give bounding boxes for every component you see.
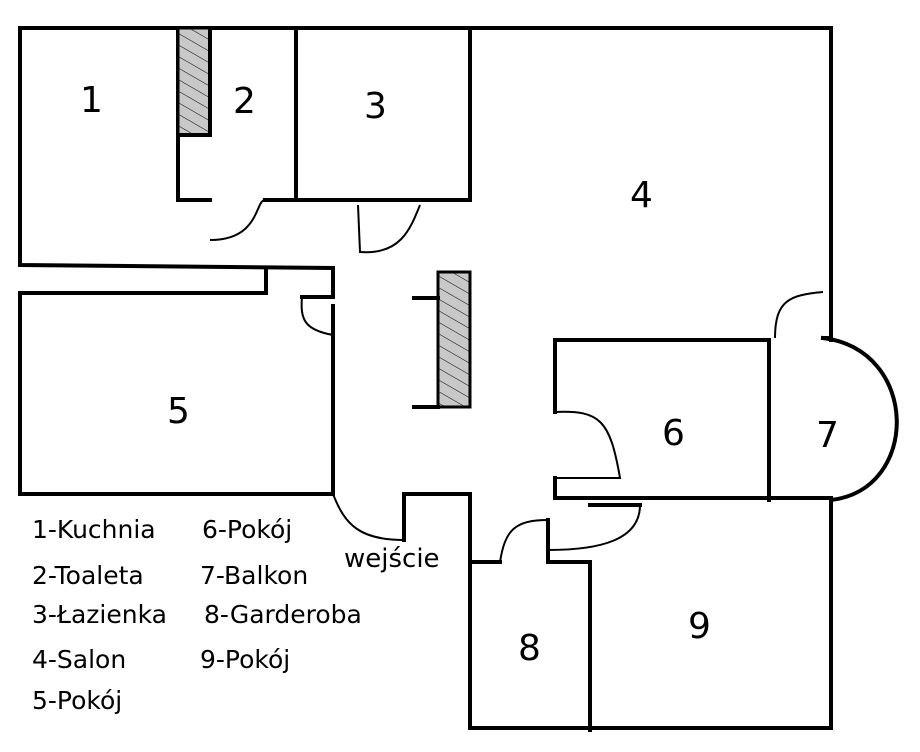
entrance-walls: [402, 492, 833, 730]
door-room-2: [209, 199, 266, 241]
door-room-9: [547, 504, 641, 551]
legend-item-1: 1-Kuchnia: [32, 515, 156, 544]
room-1-number: 1: [80, 80, 103, 121]
room-5-number: 5: [167, 391, 190, 432]
legend-item-7: 7-Balkon: [200, 561, 309, 590]
door-room-5: [300, 296, 334, 336]
room-6-walls: [553, 338, 833, 502]
door-room-8: [499, 519, 549, 563]
room-6-number: 6: [662, 413, 685, 454]
entrance-label: wejście: [344, 544, 440, 574]
door-room-6: [554, 410, 622, 479]
room-9-number: 9: [688, 606, 711, 647]
room-8-number: 8: [518, 628, 541, 669]
room-7-number: 7: [816, 415, 839, 456]
legend-item-9: 9-Pokój: [200, 645, 291, 674]
legend-item-3: 3-Łazienka: [32, 600, 167, 629]
chimney-upper-notch: [176, 26, 212, 137]
legend-item-2: 2-Toaleta: [32, 561, 144, 590]
door-room-3: [357, 204, 421, 254]
legend-item-5: 5-Pokój: [32, 686, 123, 715]
room-3-number: 3: [364, 86, 387, 127]
room-2-number: 2: [233, 81, 256, 122]
outer-wall-top-right: [176, 26, 833, 342]
chimney-upper: [176, 26, 212, 137]
legend-item-4: 4-Salon: [32, 645, 127, 674]
room-2-walls: [176, 26, 472, 202]
room-8-9-walls: [468, 560, 592, 732]
room-1-walls: [18, 26, 335, 299]
room-7-balcony: [820, 335, 899, 503]
room-5-walls: [18, 266, 335, 496]
door-room-4: [774, 291, 824, 339]
legend-item-6: 6-Pokój: [202, 515, 293, 544]
chimney-central: [436, 270, 472, 409]
room-4-number: 4: [630, 175, 653, 216]
legend-item-8: 8-Garderoba: [204, 600, 362, 629]
chimney-central-wall: [412, 296, 440, 409]
door-entrance: [332, 493, 405, 541]
